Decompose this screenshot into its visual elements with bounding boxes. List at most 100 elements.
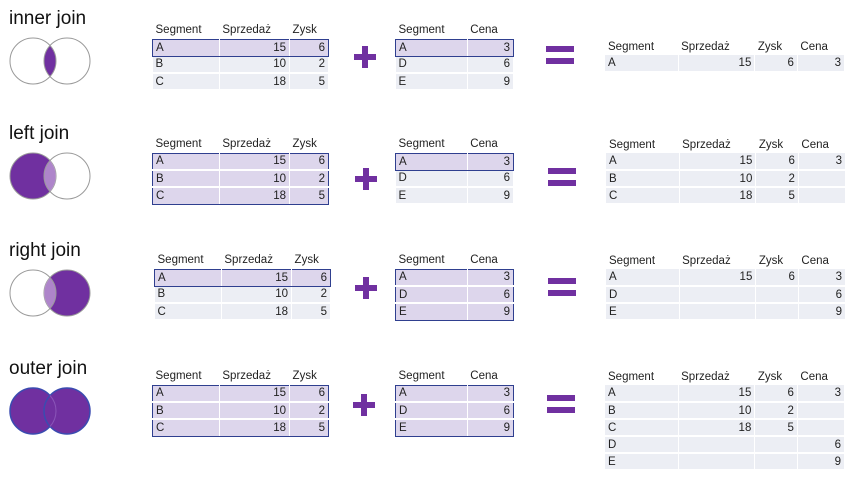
header-cena: Cena xyxy=(470,24,498,37)
header-sprzedaz: Sprzedaż xyxy=(222,370,271,383)
header-segment: Segment xyxy=(155,138,202,151)
header-cena: Cena xyxy=(800,370,828,383)
header-cena: Cena xyxy=(801,254,829,267)
header-sprzedaz: Sprzedaż xyxy=(681,40,730,53)
header-segment: Segment xyxy=(608,370,655,383)
equals-icon xyxy=(548,276,576,298)
header-sprzedaz: Sprzedaż xyxy=(222,24,271,37)
equals-icon xyxy=(546,44,574,66)
header-cena: Cena xyxy=(470,254,498,267)
header-sprzedaz: Sprzedaż xyxy=(682,138,731,151)
header-segment: Segment xyxy=(609,254,656,267)
header-zysk: Zysk xyxy=(757,40,783,53)
equals-icon xyxy=(547,393,575,415)
header-cena: Cena xyxy=(470,138,498,151)
plus-icon xyxy=(355,168,377,190)
header-zysk: Zysk xyxy=(294,254,319,267)
header-segment: Segment xyxy=(609,138,656,151)
header-segment: Segment xyxy=(398,254,445,267)
header-zysk: Zysk xyxy=(757,370,783,383)
plus-icon xyxy=(353,394,375,416)
inner-join-venn xyxy=(8,36,92,86)
header-sprzedaz: Sprzedaż xyxy=(222,138,271,151)
header-sprzedaz: Sprzedaż xyxy=(682,254,731,267)
outer-join-venn xyxy=(8,386,92,436)
header-zysk: Zysk xyxy=(292,370,317,383)
equals-icon xyxy=(548,166,576,188)
header-cena: Cena xyxy=(470,370,498,383)
inner-join-title: inner join xyxy=(9,8,87,29)
header-segment: Segment xyxy=(608,40,655,53)
header-segment: Segment xyxy=(155,370,202,383)
header-segment: Segment xyxy=(398,370,445,383)
header-zysk: Zysk xyxy=(758,138,784,151)
header-segment: Segment xyxy=(155,24,202,37)
header-sprzedaz: Sprzedaż xyxy=(681,370,730,383)
header-zysk: Zysk xyxy=(758,254,784,267)
right-join-title: right join xyxy=(9,240,81,261)
header-cena: Cena xyxy=(800,40,828,53)
header-cena: Cena xyxy=(801,138,829,151)
left-join-venn xyxy=(8,151,92,201)
header-sprzedaz: Sprzedaż xyxy=(224,254,273,267)
outer-join-title: outer join xyxy=(9,358,88,379)
plus-icon xyxy=(355,277,377,299)
header-zysk: Zysk xyxy=(292,138,317,151)
header-zysk: Zysk xyxy=(292,24,317,37)
right-join-venn xyxy=(8,268,92,318)
header-segment: Segment xyxy=(157,254,204,267)
header-segment: Segment xyxy=(398,24,445,37)
left-join-title: left join xyxy=(9,123,70,144)
plus-icon xyxy=(354,46,376,68)
header-segment: Segment xyxy=(398,138,445,151)
